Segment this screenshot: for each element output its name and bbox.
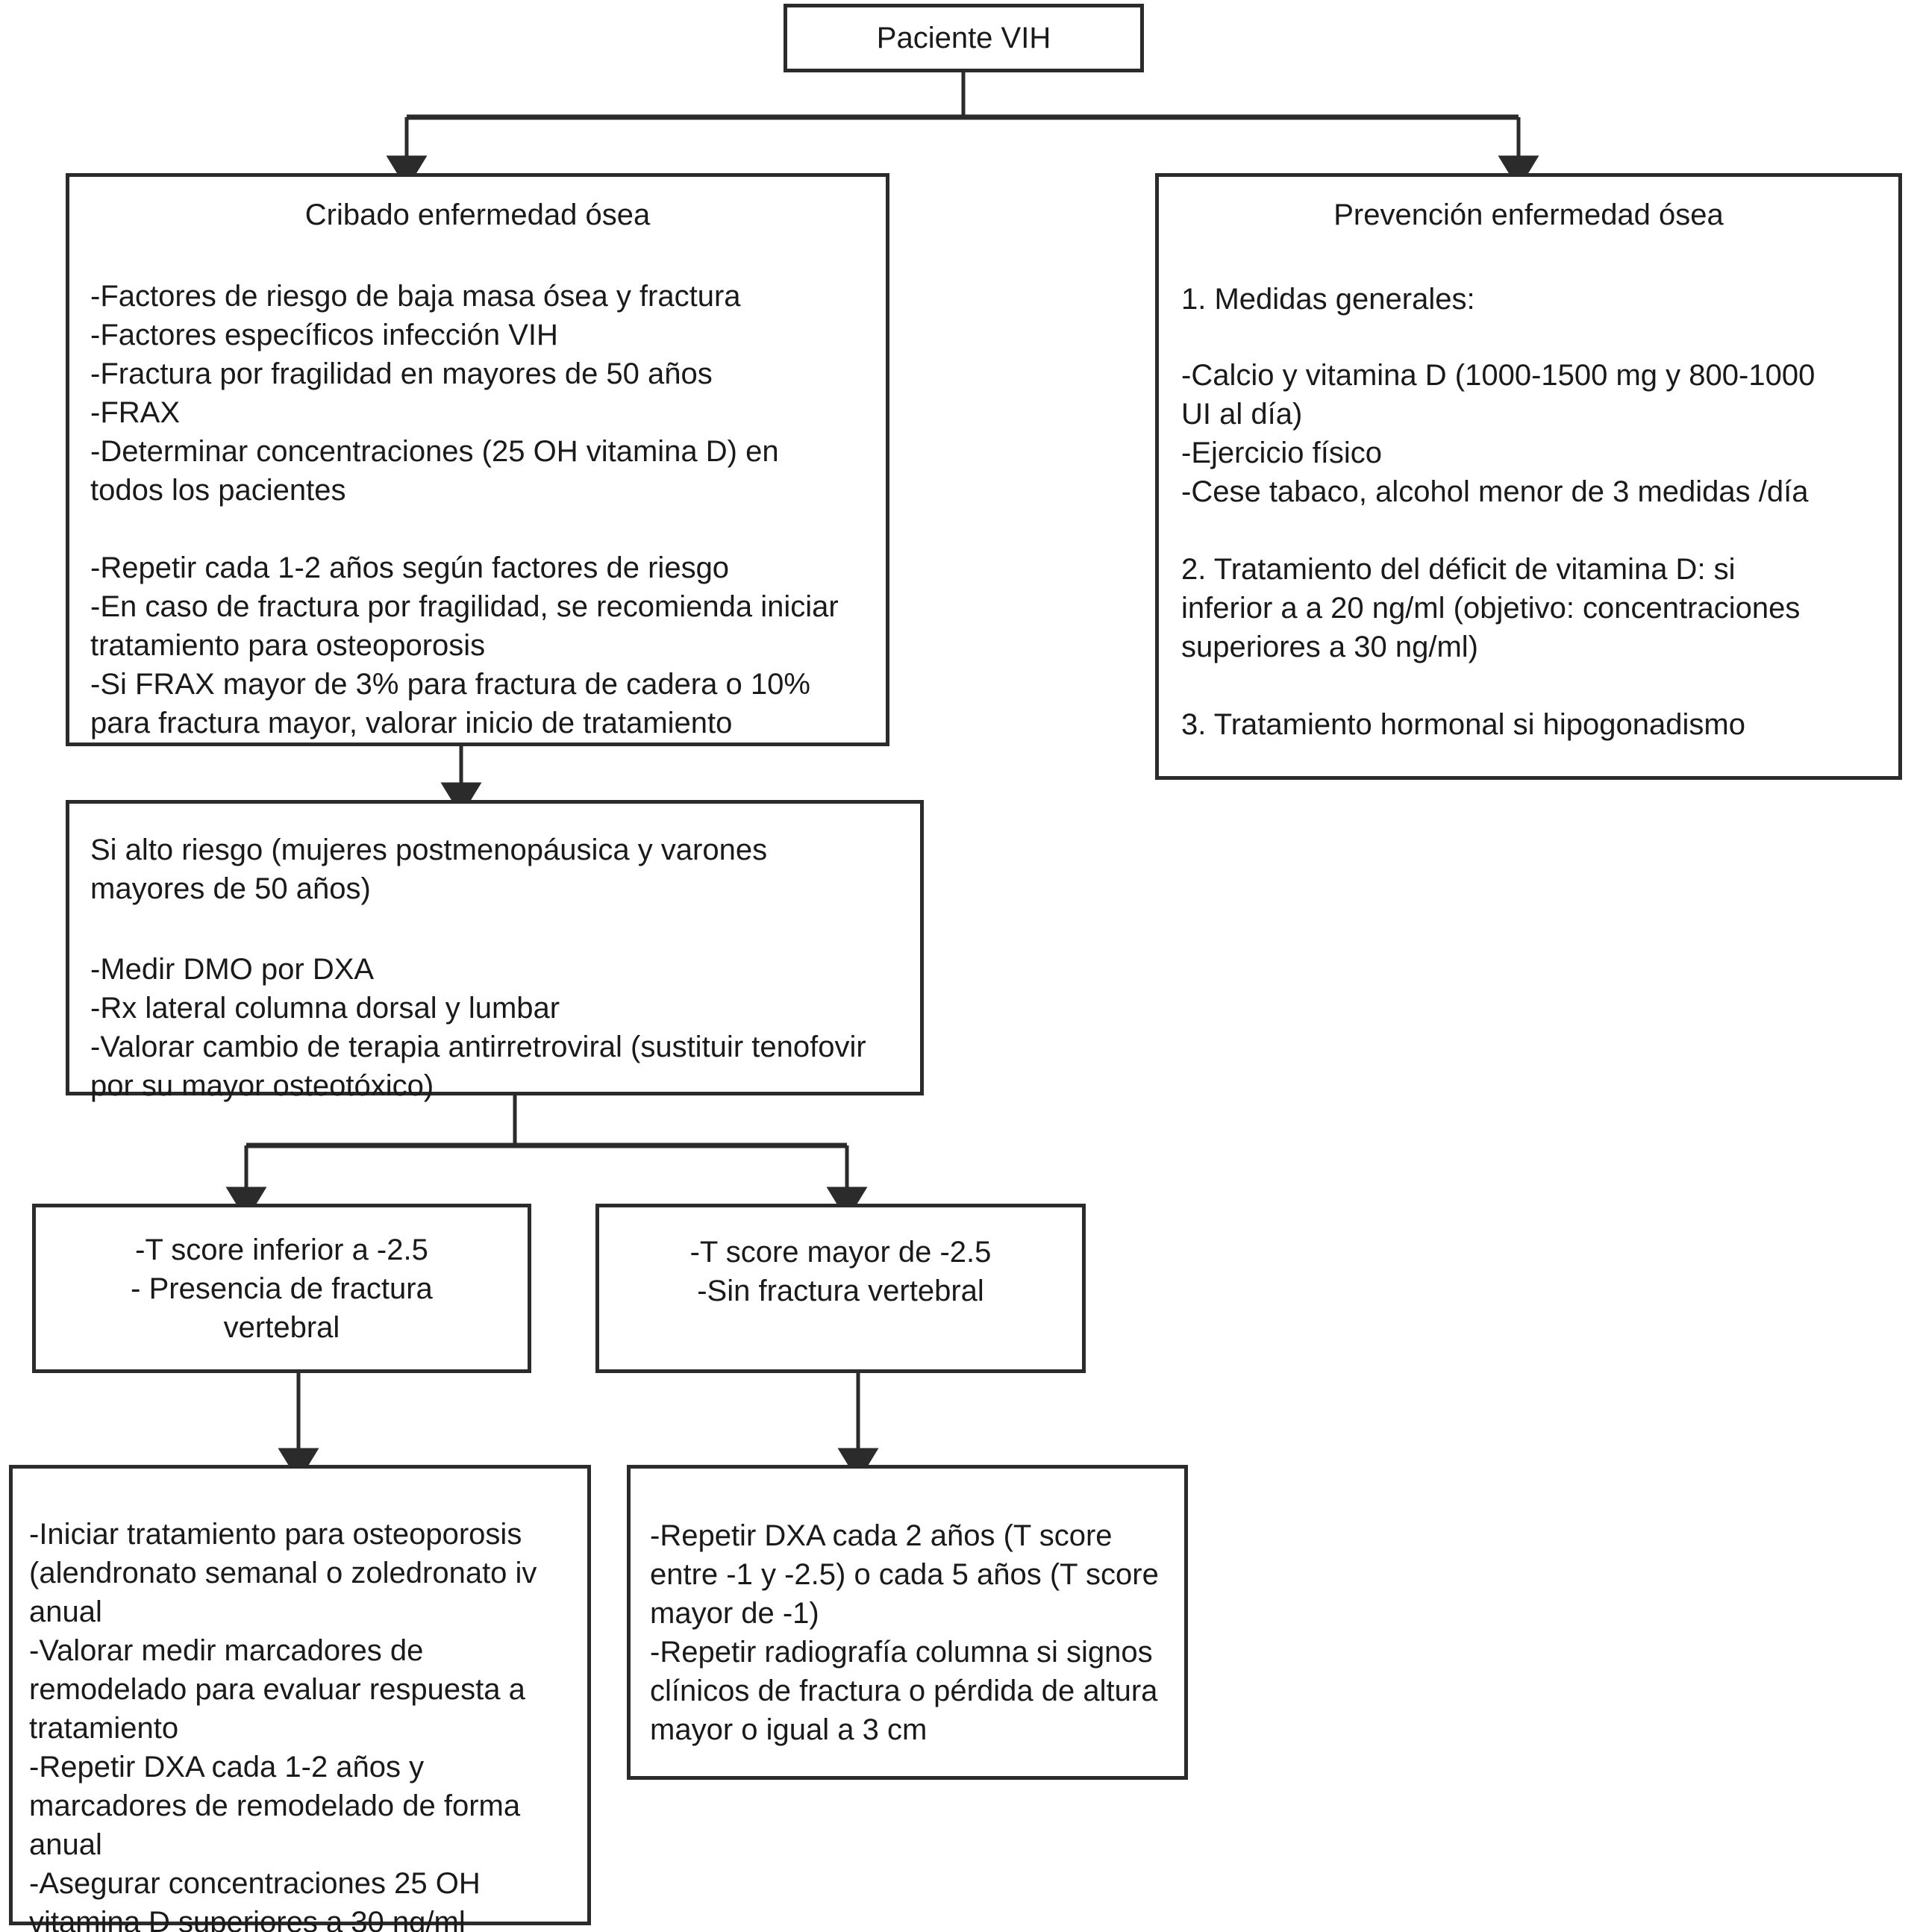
node-alto-riesgo-body: -Medir DMO por DXA -Rx lateral columna d… bbox=[90, 953, 866, 1102]
node-alto-riesgo-heading: Si alto riesgo (mujeres postmenopáusica … bbox=[90, 834, 768, 905]
node-tscore-alto-body: -T score mayor de -2.5 -Sin fractura ver… bbox=[689, 1236, 992, 1307]
node-prevencion-item-2: 2. Tratamiento del déficit de vitamina D… bbox=[1181, 553, 1801, 663]
node-seguimiento[interactable]: -Repetir DXA cada 2 años (T score entre … bbox=[627, 1465, 1188, 1780]
node-cribado[interactable]: Cribado enfermedad ósea -Factores de rie… bbox=[66, 173, 889, 746]
node-tscore-bajo-body: -T score inferior a -2.5 - Presencia de … bbox=[131, 1233, 433, 1344]
node-tscore-bajo[interactable]: -T score inferior a -2.5 - Presencia de … bbox=[32, 1204, 531, 1373]
node-cribado-heading: Cribado enfermedad ósea bbox=[304, 198, 651, 231]
node-cribado-body: -Factores de riesgo de baja masa ósea y … bbox=[90, 280, 779, 507]
node-cribado-body-2: -Repetir cada 1-2 años según factores de… bbox=[90, 551, 839, 740]
node-tratamiento[interactable]: -Iniciar tratamiento para osteoporosis (… bbox=[9, 1465, 591, 1932]
node-paciente-vih[interactable]: Paciente VIH bbox=[784, 4, 1144, 72]
node-prevencion-item-1-body: -Calcio y vitamina D (1000-1500 mg y 800… bbox=[1181, 359, 1816, 508]
connector-root-split bbox=[386, 71, 1539, 190]
node-prevencion[interactable]: Prevención enfermedad ósea 1. Medidas ge… bbox=[1155, 173, 1902, 780]
node-alto-riesgo[interactable]: Si alto riesgo (mujeres postmenopáusica … bbox=[66, 800, 924, 1102]
node-paciente-vih-label: Paciente VIH bbox=[876, 22, 1051, 54]
node-prevencion-item-1-title: 1. Medidas generales: bbox=[1181, 283, 1475, 316]
node-prevencion-item-3: 3. Tratamiento hormonal si hipogonadismo bbox=[1181, 708, 1745, 741]
node-prevencion-heading: Prevención enfermedad ósea bbox=[1333, 198, 1724, 231]
node-seguimiento-body: -Repetir DXA cada 2 años (T score entre … bbox=[650, 1519, 1159, 1746]
node-tscore-alto[interactable]: -T score mayor de -2.5 -Sin fractura ver… bbox=[595, 1204, 1086, 1373]
node-tratamiento-body: -Iniciar tratamiento para osteoporosis (… bbox=[29, 1518, 537, 1932]
